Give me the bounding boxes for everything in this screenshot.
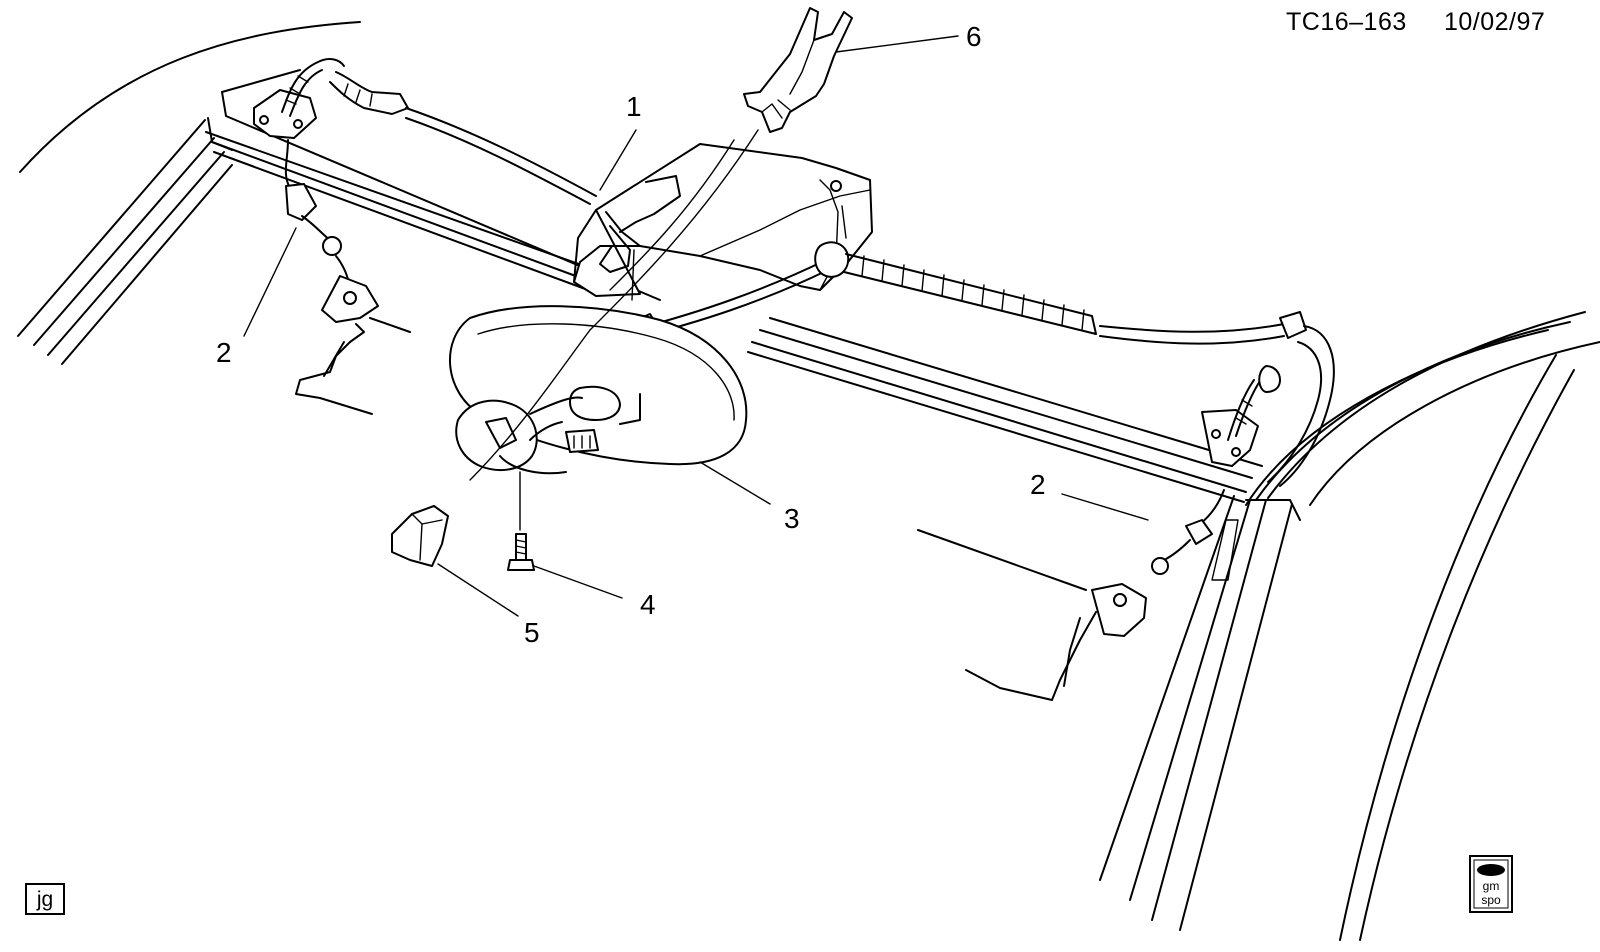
initials-text: jg bbox=[36, 888, 53, 911]
mirror-cover bbox=[391, 505, 449, 567]
callout-2-right: 2 bbox=[1030, 469, 1046, 500]
callout-3: 3 bbox=[784, 503, 800, 534]
left-visor-assembly bbox=[253, 58, 411, 415]
screw bbox=[507, 471, 535, 571]
gm-spo-logo: gm spo bbox=[1469, 855, 1513, 913]
drawing-date: 10/02/97 bbox=[1444, 8, 1545, 36]
right-visor-assembly bbox=[917, 365, 1281, 701]
callout-1: 1 bbox=[626, 91, 642, 122]
drawing-id: TC16–163 bbox=[1286, 8, 1407, 36]
initials-box: jg bbox=[25, 883, 65, 915]
callout-6: 6 bbox=[966, 21, 982, 52]
right-pillar bbox=[1099, 311, 1600, 941]
logo-bottom-text: spo bbox=[1481, 893, 1501, 907]
header-stamp: TC16–163 10/02/97 bbox=[1286, 8, 1545, 36]
console-clip bbox=[469, 7, 853, 481]
callout-2-left: 2 bbox=[216, 337, 232, 368]
rearview-mirror bbox=[449, 305, 748, 475]
callouts: 1 2 2 3 4 5 6 bbox=[216, 21, 1046, 648]
roof-header-rail bbox=[205, 69, 1263, 503]
left-pillar bbox=[17, 21, 361, 365]
callout-4: 4 bbox=[640, 589, 656, 620]
callout-5: 5 bbox=[524, 617, 540, 648]
logo-top-text: gm bbox=[1483, 879, 1500, 893]
overhead-console bbox=[573, 143, 873, 297]
leader-lines bbox=[243, 35, 1149, 617]
